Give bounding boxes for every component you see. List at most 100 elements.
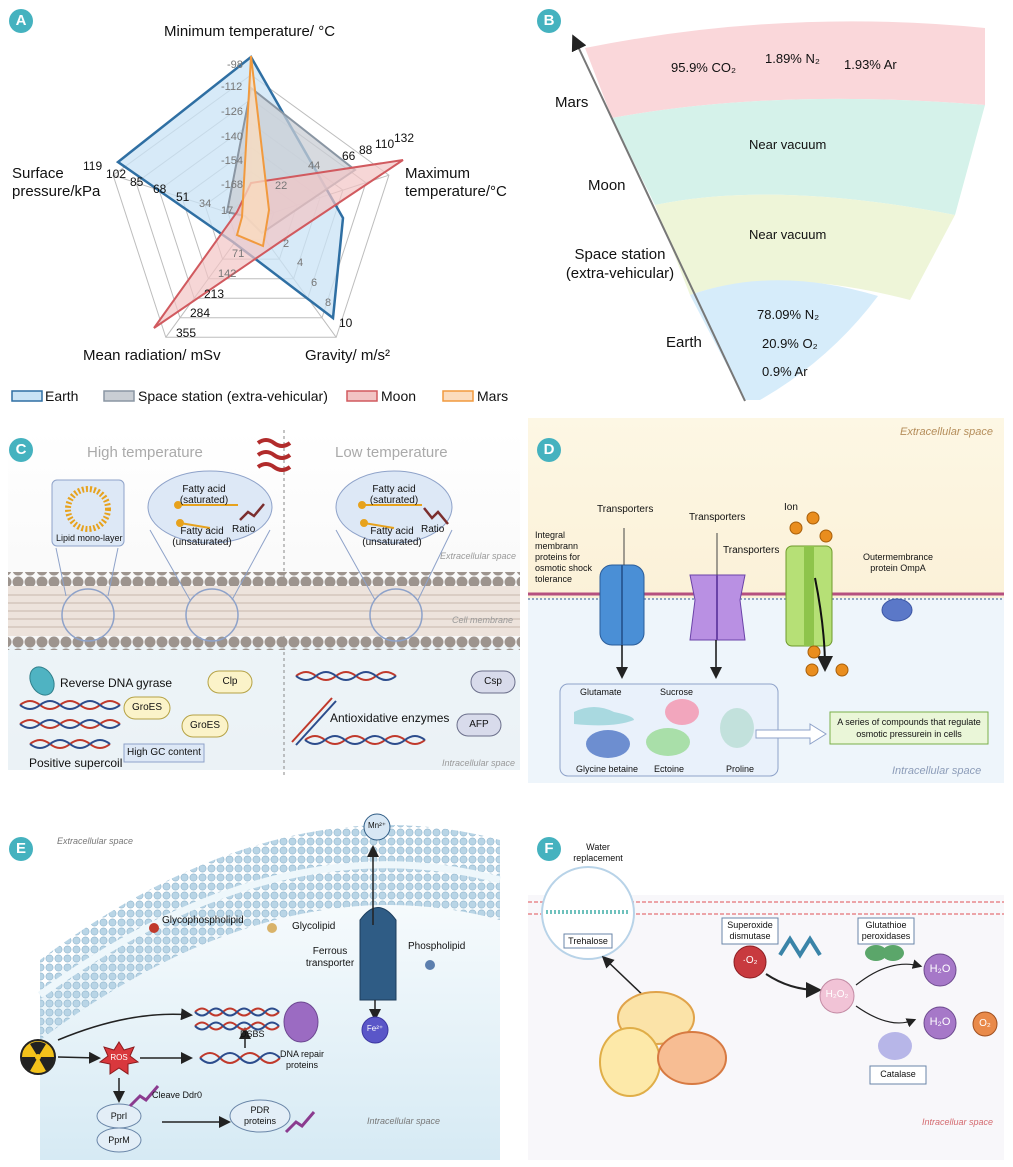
ferrous-transporter-icon [359,907,397,1001]
h2o2-label: H₂O₂ [825,989,849,1000]
body-label-mars: Mars [555,94,589,111]
tick-label: 71 [232,248,245,260]
intracellular-label-f: Intracelluar space [922,1117,994,1127]
antioxidative-label: Antioxidative enzymes [330,711,450,725]
panel-badge-c: C [9,438,33,462]
compound-ectoine: Ectoine [654,764,685,774]
catalase-label: Catalase [880,1069,916,1079]
trehalose-box [563,933,613,949]
earth-gas-ar: 0.9% Ar [762,364,808,379]
transporters-label-1: Transporters [597,504,654,515]
tick-label: -154 [221,155,244,167]
axis-label-radiation: Mean radiation/ mSv [83,347,221,364]
afp-pill [456,713,502,737]
ros-label: ROS [110,1053,128,1062]
catalase-icon [878,1032,912,1060]
repair-protein-icon [283,1001,319,1043]
low-temperature-title: Low temperature [335,444,448,461]
dna-helices-e [194,1007,281,1064]
mitochondrion-3 [657,1031,727,1085]
phospholipid-label: Phospholipid [408,941,466,952]
radar-legend [11,390,474,402]
groes-pill-2 [181,714,229,738]
extracellular-label-c: Extracellular space [440,551,517,561]
o2-molecule [972,1011,998,1037]
pdr-proteins-label: PDR proteins [243,1105,277,1126]
afp-label: AFP [469,719,489,730]
superoxide-label: ·O₂ [742,955,758,966]
tick-label: 22 [275,180,288,192]
mars-gas-n2: 1.89% N₂ [765,51,820,66]
high-gc-label: High GC content [127,747,201,758]
panel-badge-a: A [9,9,33,33]
mitochondrion-2 [599,1027,661,1097]
earth-gas-o2: 20.9% O₂ [762,336,818,351]
h2o2-molecule [819,978,855,1014]
panel-badge-b: B [537,9,561,33]
legend-swatch-station [103,390,135,402]
legend-swatch-mars [442,390,474,402]
ompa-protein [881,598,913,622]
water-replacement-label: Water replacement [573,842,623,863]
osmotic-panel [528,418,1004,783]
band-station [655,194,955,300]
catalase-box [869,1065,927,1085]
ferrous-transporter-label: Ferrous transporter [305,946,355,969]
groes-label-2: GroES [189,720,220,731]
band-mars [585,21,985,119]
panel-badge-d: D [537,438,561,462]
mono-layer-label: Lipid mono-layer [56,533,123,543]
mars-gas-ar: 1.93% Ar [844,57,897,72]
tick-label: -168 [221,179,244,191]
cleave-ddr0-label: Cleave Ddr0 [152,1090,203,1100]
mars-gas-co2: 95.9% CO₂ [671,60,737,75]
heat-waves-icon [256,438,292,472]
ions [789,511,849,677]
clp-label: Clp [222,676,238,687]
tick-label: 119 [83,159,103,173]
tick-label: 34 [199,198,212,210]
tick-label: 4 [297,257,304,269]
tick-label: 284 [190,306,211,320]
fe-ion [361,1016,389,1044]
sod-label: Superoxide dismutase [727,920,773,941]
tick-label: 213 [204,287,225,301]
radiation-panel [20,813,501,1160]
dsbs-label: DSBS [240,1029,265,1039]
tick-label: 66 [342,149,356,163]
tick-label: 142 [218,268,237,280]
tick-label: 2 [283,238,290,250]
o2-label: O₂ [979,1018,991,1029]
fa-sat-label-high: Fatty acid (saturated) [179,484,229,506]
tick-label: 17 [221,205,234,217]
tick-label: 355 [176,326,197,340]
band-earth [690,280,878,400]
legend-label-mars: Mars [477,388,509,404]
gpx-box [857,917,915,945]
ros-star [98,1041,140,1075]
h2o-label-1: H₂O [929,963,951,975]
pprm-label: PprM [108,1135,130,1145]
ratio-up-icon [239,503,265,521]
glycophospholipid-label: Glycophospholipid [162,915,244,926]
radar-series-mars [235,55,271,248]
tick-label: 44 [308,160,321,172]
compound-proline: Proline [726,764,755,774]
positive-supercoil-label: Positive supercoil [29,756,123,770]
tick-label: -112 [221,81,243,93]
h2o-label-2: H₂O [929,1016,951,1028]
tick-label: 68 [153,182,167,196]
phospholipid-icon [425,960,435,970]
tick-label: 132 [394,131,415,145]
transporters-label-3: Transporters [723,545,780,556]
tick-label: 10 [339,316,353,330]
station-atmosphere: Near vacuum [749,227,827,242]
axis-label-min-temp: Minimum temperature/ °C [164,23,336,40]
legend-label-moon: Moon [381,388,417,404]
oxidative-panel [528,866,1004,1160]
cell-membrane-label: Cell membrane [452,615,514,625]
panel-badge-f: F [537,837,561,861]
dna-helices-c [19,671,426,749]
ompa-label: Outermembrance protein OmpA [862,552,934,573]
